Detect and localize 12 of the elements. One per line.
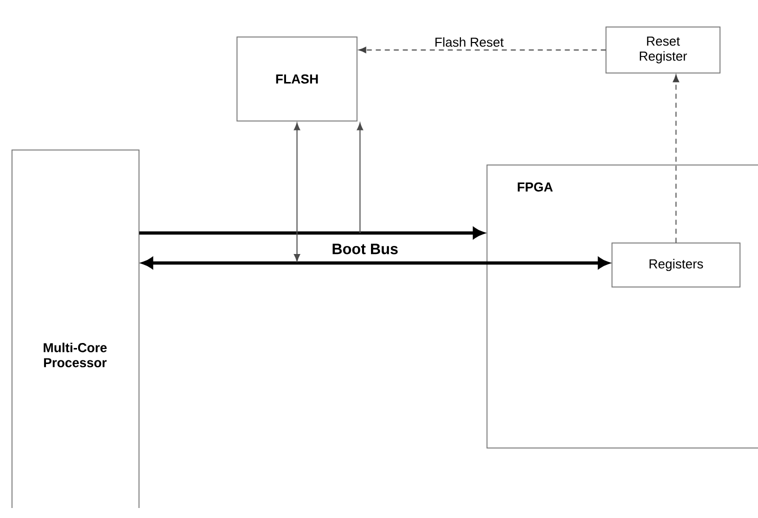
- edge-label: Flash Reset: [435, 37, 504, 47]
- arrow: [358, 46, 606, 54]
- block-box: Registers: [612, 242, 740, 288]
- arrow: [672, 74, 680, 244]
- block-box: FLASH: [236, 36, 358, 122]
- bus-label: Boot Bus: [332, 244, 398, 254]
- arrow: [356, 122, 364, 234]
- arrow: [139, 227, 484, 239]
- block-box: Multi-Core Processor: [12, 150, 140, 508]
- block-box: Reset Register: [606, 26, 720, 74]
- arrow: [294, 122, 300, 262]
- arrow: [142, 257, 609, 269]
